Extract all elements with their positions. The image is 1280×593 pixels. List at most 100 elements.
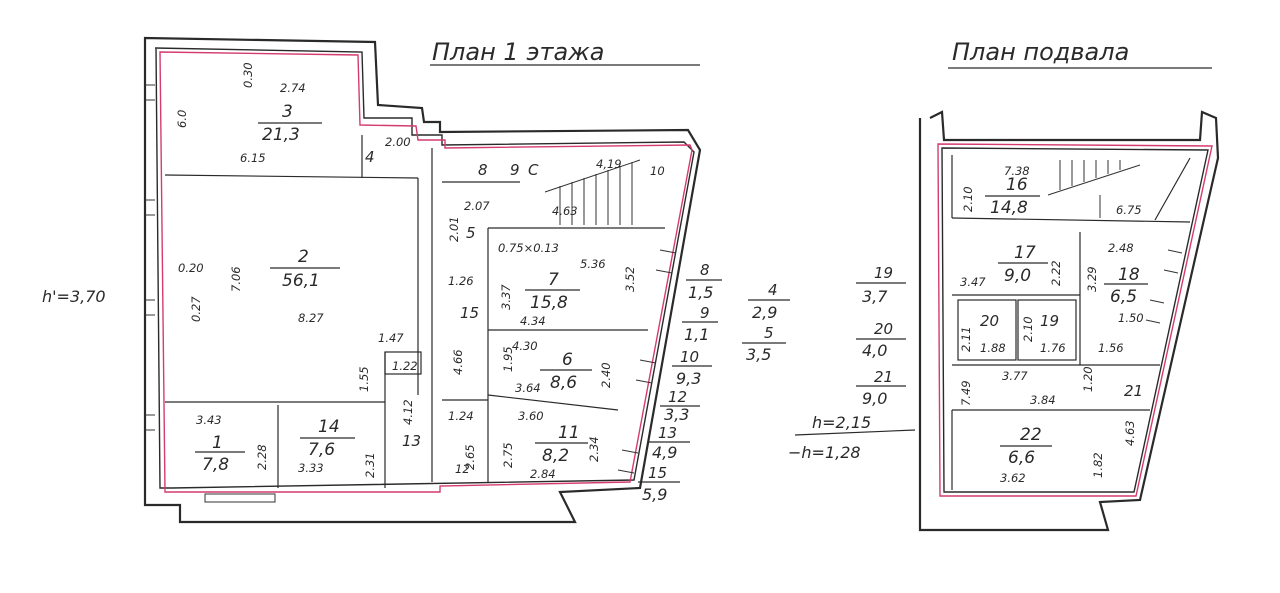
dim-207: 2.07 (464, 199, 490, 213)
svg-text:3,5: 3,5 (746, 345, 771, 364)
first-floor-height: h'=3,70 (42, 287, 106, 306)
dim-466: 4.66 (451, 349, 465, 375)
dim-377: 3.77 (1002, 369, 1028, 383)
basement-title: План подвала (952, 38, 1129, 66)
legend-item-12: 12 3,3 (660, 388, 700, 424)
dim-337: 3.37 (499, 284, 513, 310)
dim-384: 3.84 (1030, 393, 1056, 407)
dim-231: 2.31 (363, 452, 377, 478)
dim-364: 3.64 (515, 381, 541, 395)
room-area: 15,8 (530, 293, 568, 313)
dim-188: 1.88 (980, 341, 1006, 355)
svg-text:9,3: 9,3 (676, 369, 701, 388)
partition-6-11 (487, 394, 619, 411)
basement-height-line (794, 429, 916, 436)
dim-275: 2.75 (501, 442, 515, 468)
svg-text:22: 22 (1020, 425, 1042, 445)
first-floor-outer-wall (143, 36, 702, 524)
dim-200: 2.00 (385, 135, 411, 149)
dim-234: 2.34 (587, 436, 601, 462)
first-floor-boundary (159, 51, 693, 493)
room-number: 14 (318, 417, 340, 437)
svg-text:16: 16 (1006, 175, 1028, 195)
label-15: 15 (460, 304, 479, 322)
room-2: 2 56,1 (270, 247, 340, 291)
partition-3-2 (164, 174, 419, 179)
room-6: 6 8,6 (540, 350, 592, 393)
dim-030: 0.30 (241, 62, 255, 88)
bp-16-bottom (951, 217, 1191, 223)
first-floor-stairs (544, 159, 641, 225)
svg-text:4: 4 (768, 281, 778, 299)
basement-plan (918, 110, 1220, 532)
windows-right (617, 249, 677, 474)
basement-stairs (1047, 160, 1141, 218)
dim-027: 0.27 (189, 296, 203, 322)
svg-text:12: 12 (668, 388, 687, 406)
svg-text:21: 21 (874, 368, 893, 386)
dim-362: 3.62 (1000, 471, 1026, 485)
dim-265: 2.65 (463, 444, 477, 470)
dim-827: 8.27 (298, 311, 324, 325)
room-11: 11 8,2 (535, 423, 588, 466)
basement-inner-wall (941, 147, 1209, 493)
dim-333: 3.33 (298, 461, 324, 475)
dim-430: 4.30 (512, 339, 538, 353)
legend-item-9: 9 1,1 (682, 304, 718, 344)
legend-item-19: 19 3,7 (856, 264, 906, 306)
svg-text:6,6: 6,6 (1008, 448, 1035, 468)
room-17: 17 9,0 (998, 243, 1048, 286)
room-area: 56,1 (282, 271, 320, 291)
room-18: 18 6,5 (1104, 265, 1148, 307)
room-1: 1 7,8 (195, 433, 245, 475)
label-20: 20 (980, 312, 999, 330)
legend-item-10: 10 9,3 (672, 348, 712, 388)
legend-item-5: 5 3,5 (742, 324, 786, 364)
dim-020: 0.20 (178, 261, 204, 275)
label-12: 12 (455, 462, 470, 476)
label-419: 4,19 (596, 157, 622, 171)
dim-749: 7.49 (959, 380, 973, 406)
dim-195: 1.95 (501, 346, 515, 372)
label-4: 4 (365, 148, 375, 166)
first-floor-inner-wall (154, 47, 695, 489)
room-19-box (1017, 299, 1077, 361)
legend-item-8: 8 1,5 (686, 261, 722, 302)
dim-240: 2.40 (599, 362, 613, 388)
svg-text:20: 20 (874, 320, 893, 338)
legend-item-4: 4 2,9 (748, 281, 790, 322)
room-number: 7 (548, 270, 559, 290)
windows-left (145, 84, 155, 431)
svg-text:3,3: 3,3 (664, 405, 689, 424)
first-floor-title: План 1 этажа (432, 38, 605, 66)
room-area: 7,6 (308, 440, 335, 460)
dim-124: 1.24 (448, 409, 474, 423)
dim-347: 3.47 (960, 275, 986, 289)
svg-text:6,5: 6,5 (1110, 287, 1137, 307)
dim-274: 2.74 (280, 81, 306, 95)
dim-228: 2.28 (255, 444, 269, 470)
dim-329: 3.29 (1085, 266, 1099, 292)
dim-075: 0.75×0.13 (498, 241, 559, 255)
label-5: 5 (466, 224, 476, 242)
legend-item-15: 15 5,9 (638, 464, 680, 504)
label-8: 8 (478, 161, 488, 179)
dim-360: 3.60 (518, 409, 544, 423)
svg-text:18: 18 (1118, 265, 1140, 285)
label-21: 21 (1124, 382, 1143, 400)
dim-675: 6.75 (1116, 203, 1142, 217)
room-area: 8,2 (542, 446, 569, 466)
dim-352: 3.52 (623, 266, 637, 292)
dim-412: 4.12 (401, 399, 415, 425)
svg-text:1,1: 1,1 (684, 325, 709, 344)
dim-182: 1.82 (1091, 452, 1105, 478)
legend-first-floor: 8 1,5 9 1,1 10 9,3 12 3,3 13 4,9 15 5,9 (638, 261, 790, 504)
dim-150: 1.50 (1118, 311, 1144, 325)
room-22: 22 6,6 (1000, 425, 1052, 468)
room-number: 6 (562, 350, 573, 370)
dim-463b: 4.63 (1123, 420, 1137, 446)
svg-text:4,9: 4,9 (652, 443, 677, 462)
room-3: 3 21,3 (258, 102, 322, 145)
basement-height: h=2,15 (812, 413, 871, 432)
